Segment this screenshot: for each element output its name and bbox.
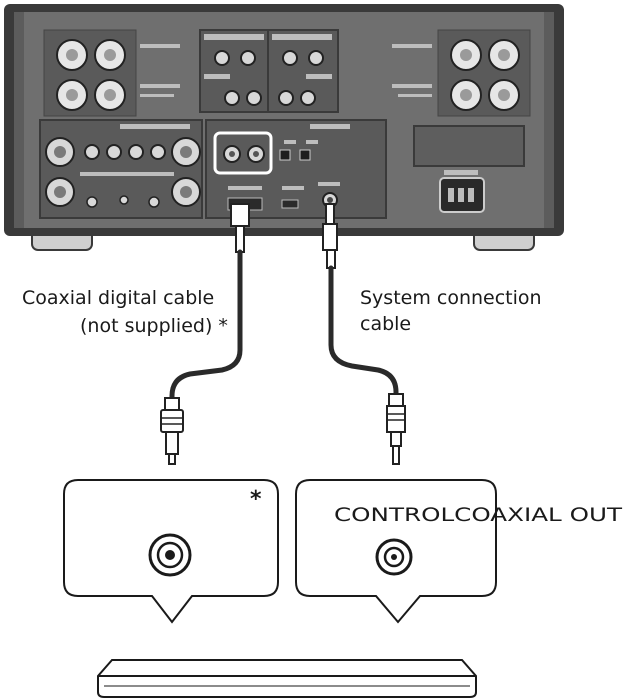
speaker-terminals-left — [43, 29, 180, 117]
digital-input-block — [205, 119, 387, 219]
balanced-input-block — [39, 119, 203, 219]
right-callout-label: CONTROLCOAXIAL OUT — [334, 504, 622, 526]
coaxial-input-highlight — [213, 131, 273, 175]
left-callout: * — [63, 479, 279, 624]
ac-inlet — [439, 170, 485, 213]
source-device — [97, 659, 477, 698]
amplifier-rear-panel — [4, 4, 564, 251]
coaxial-cable-label-line2: (not supplied) * — [80, 315, 228, 337]
coaxial-out-jack-icon — [148, 533, 192, 577]
amp-side-rail-right — [544, 12, 554, 228]
control-jack-icon — [375, 538, 413, 576]
coaxial-cable-label-line1: Coaxial digital cable — [22, 287, 214, 309]
blank-plate — [413, 125, 525, 167]
system-cable-label-line1: System connection — [360, 287, 542, 309]
system-cable-label-line2: cable — [360, 313, 411, 335]
right-callout: CONTROLCOAXIAL OUT — [295, 479, 622, 624]
speaker-terminals-right — [392, 29, 531, 117]
left-callout-asterisk: * — [250, 487, 262, 512]
rca-input-block-top — [199, 29, 339, 113]
system-connection-cable — [322, 203, 406, 465]
coaxial-digital-cable — [160, 203, 250, 465]
amp-side-rail-left — [14, 12, 24, 228]
